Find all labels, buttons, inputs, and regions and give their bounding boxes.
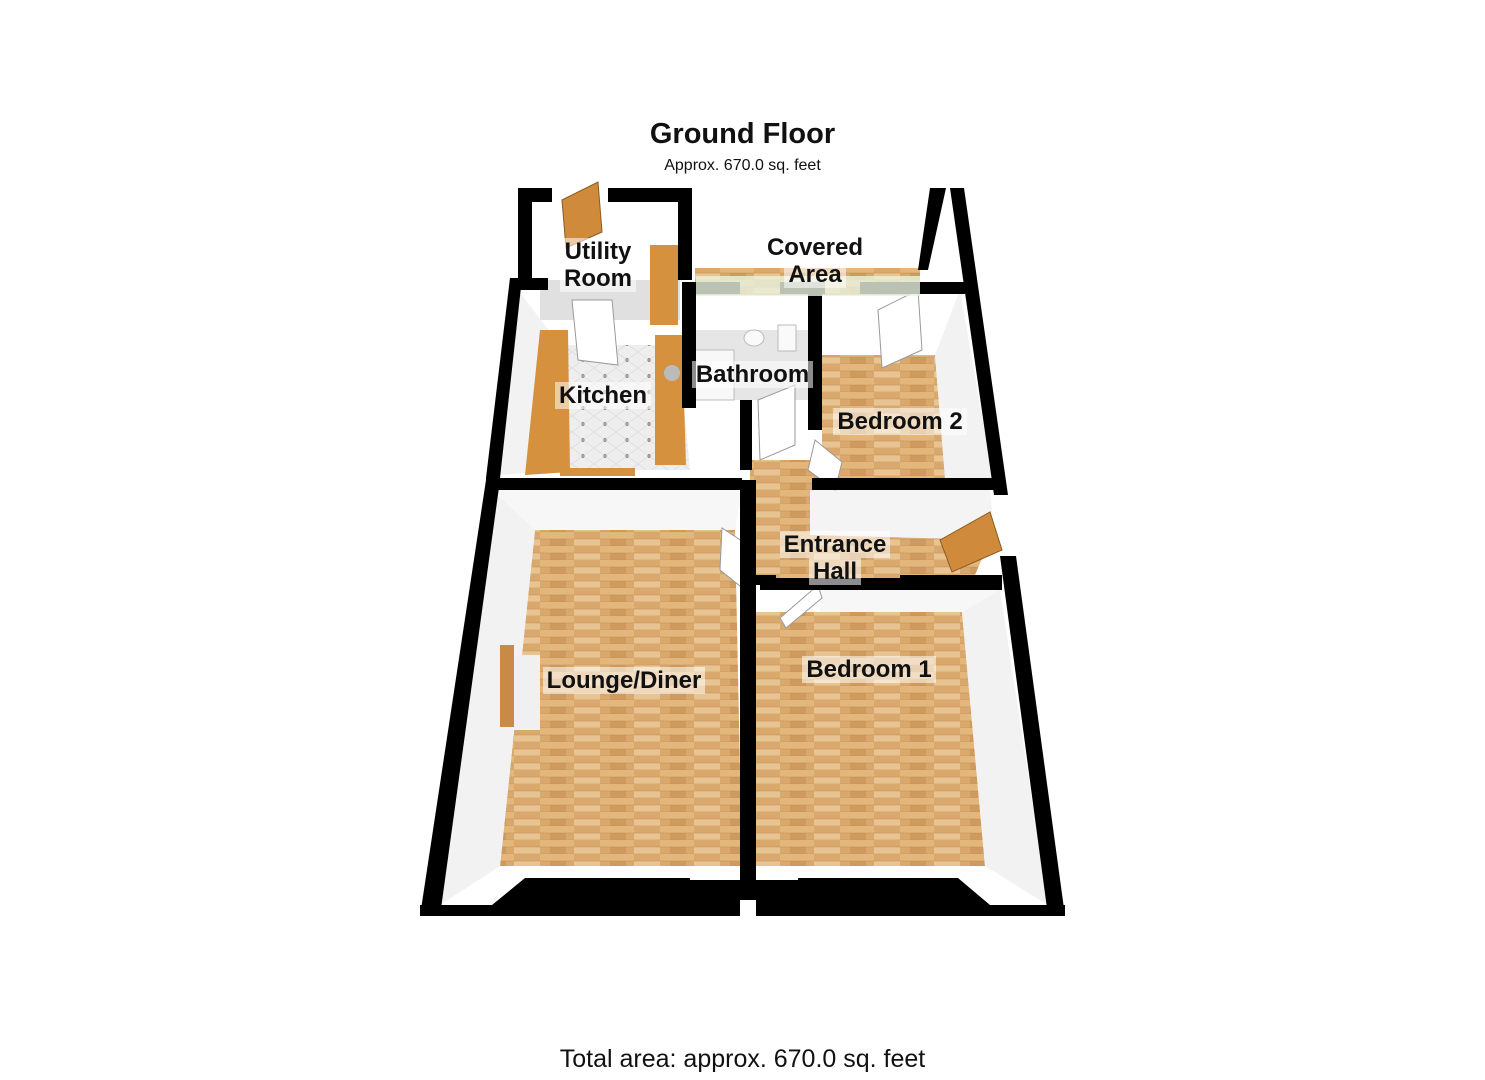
covered-area-door — [877, 289, 923, 369]
bedroom1-top-wall — [820, 590, 1000, 612]
kitchen-counter-left — [525, 330, 570, 475]
lounge-sideboard-top — [514, 655, 540, 730]
covered-label-line2: Area — [784, 261, 846, 288]
kitchen-sink — [664, 365, 680, 381]
lounge-label: Lounge/Diner — [542, 667, 706, 694]
room-label-kitchen: Kitchen — [548, 382, 658, 409]
entrance-label-line2: Hall — [808, 558, 861, 585]
bedroom1-door — [779, 584, 823, 629]
hall-wall — [810, 490, 995, 540]
toilet — [777, 324, 797, 352]
bedroom1-label: Bedroom 1 — [802, 656, 936, 683]
kitchen-counter-right — [655, 335, 686, 465]
room-label-bedroom-1: Bedroom 1 — [790, 656, 948, 683]
entrance-label-line1: Entrance — [779, 531, 891, 558]
floor-title: Ground Floor — [649, 118, 836, 150]
bedroom1-floor — [750, 612, 985, 866]
utility-label-line1: Utility — [560, 238, 636, 265]
kitchen-utility-door — [571, 299, 619, 366]
room-label-entrance-hall: Entrance Hall — [770, 531, 900, 585]
room-label-covered-area: Covered Area — [750, 234, 880, 288]
lounge-sideboard — [500, 645, 514, 727]
bedroom2-right-wall — [935, 290, 995, 490]
lounge-top-wall — [492, 490, 742, 530]
kitchen-counter-bottom — [560, 468, 635, 476]
covered-label-line1: Covered — [762, 234, 868, 261]
lounge-floor — [500, 530, 742, 866]
total-area: Total area: approx. 670.0 sq. feet — [559, 1045, 926, 1073]
room-label-bedroom-2: Bedroom 2 — [820, 408, 980, 435]
floor-area: Approx. 670.0 sq. feet — [664, 157, 821, 174]
kitchen-label: Kitchen — [554, 382, 651, 409]
wash-basin — [743, 329, 765, 347]
bathroom-door — [757, 384, 796, 461]
room-label-lounge-diner: Lounge/Diner — [528, 667, 720, 694]
utility-outer-door — [561, 181, 603, 249]
utility-counter — [650, 245, 678, 325]
bathroom-label: Bathroom — [691, 361, 814, 388]
utility-label-line2: Room — [560, 265, 636, 292]
front-door — [939, 511, 1003, 573]
room-label-utility: Utility Room — [553, 238, 643, 292]
bedroom2-label: Bedroom 2 — [833, 408, 967, 435]
bedroom1-right-wall — [962, 590, 1048, 905]
lounge-left-wall — [440, 490, 535, 905]
room-label-bathroom: Bathroom — [680, 361, 825, 388]
walls — [420, 188, 1065, 916]
